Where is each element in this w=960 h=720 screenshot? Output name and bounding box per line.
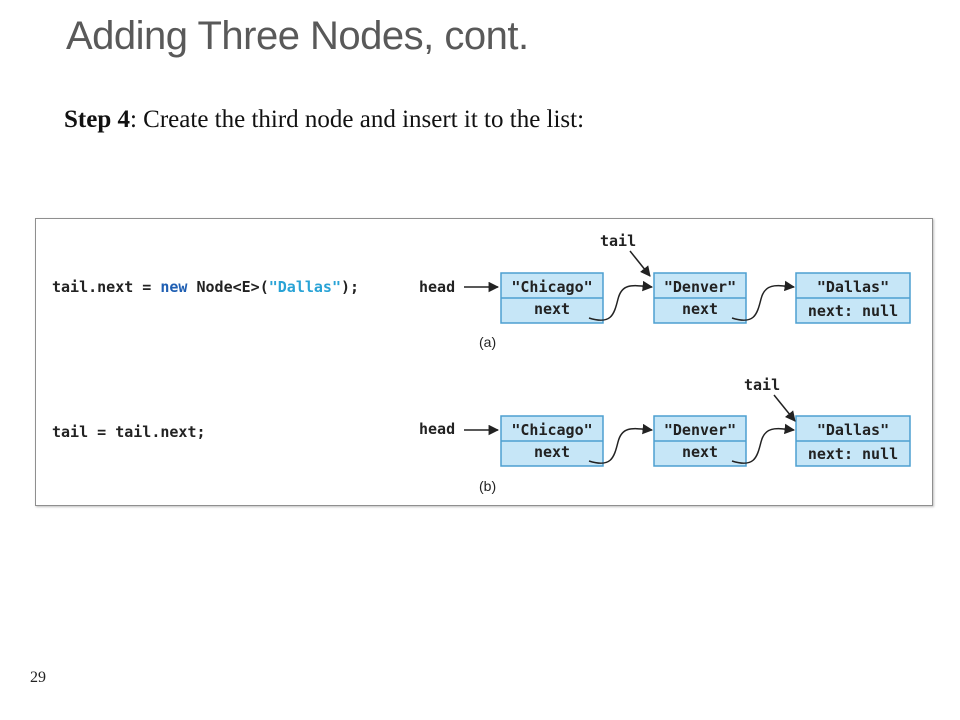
node-next-field: next: [682, 300, 718, 318]
tail-arrow-a: [629, 250, 651, 277]
tail-label-b: tail: [744, 376, 780, 394]
node-next-field: next: [534, 443, 570, 461]
node-chicago-b: "Chicago" next: [500, 415, 604, 467]
caption-b: (b): [479, 478, 496, 494]
node-value: "Chicago": [511, 278, 592, 296]
code-statement-b: tail = tail.next;: [52, 423, 206, 441]
linked-list-diagram: tail.next = new Node<E>("Dallas"); head …: [52, 232, 911, 494]
tail-label-a: tail: [600, 232, 636, 250]
head-label-a: head: [419, 278, 455, 296]
node-value: "Chicago": [511, 421, 592, 439]
code-statement-a: tail.next = new Node<E>("Dallas");: [52, 278, 359, 296]
node-chicago-a: "Chicago" next: [500, 272, 604, 324]
caption-a: (a): [479, 334, 496, 350]
next-pointer-arrow: [588, 280, 654, 321]
next-pointer-arrow: [588, 423, 654, 464]
node-value: "Dallas": [817, 421, 889, 439]
node-dallas-b: "Dallas" next: null: [795, 415, 911, 467]
step-text: : Create the third node and insert it to…: [129, 106, 585, 133]
node-value: "Denver": [664, 421, 736, 439]
slide-title: Adding Three Nodes, cont.: [66, 14, 529, 58]
node-denver-a: "Denver" next: [653, 272, 747, 324]
page-number: 29: [30, 669, 46, 686]
head-label-b: head: [419, 420, 455, 438]
linked-list-figure: tail.next = new Node<E>("Dallas"); head …: [35, 218, 933, 506]
node-dallas-a: "Dallas" next: null: [795, 272, 911, 324]
step-label: Step 4: [64, 106, 130, 133]
next-pointer-arrow: [731, 423, 796, 464]
node-value: "Dallas": [817, 278, 889, 296]
node-denver-b: "Denver" next: [653, 415, 747, 467]
node-next-field: next: [534, 300, 570, 318]
node-next-field: next: [682, 443, 718, 461]
step-instruction: Step 4: Create the third node and insert…: [64, 106, 584, 134]
next-pointer-arrow: [731, 280, 796, 321]
node-next-field: next: null: [808, 445, 898, 463]
node-next-field: next: null: [808, 302, 898, 320]
node-value: "Denver": [664, 278, 736, 296]
tail-arrow-b: [773, 394, 796, 422]
